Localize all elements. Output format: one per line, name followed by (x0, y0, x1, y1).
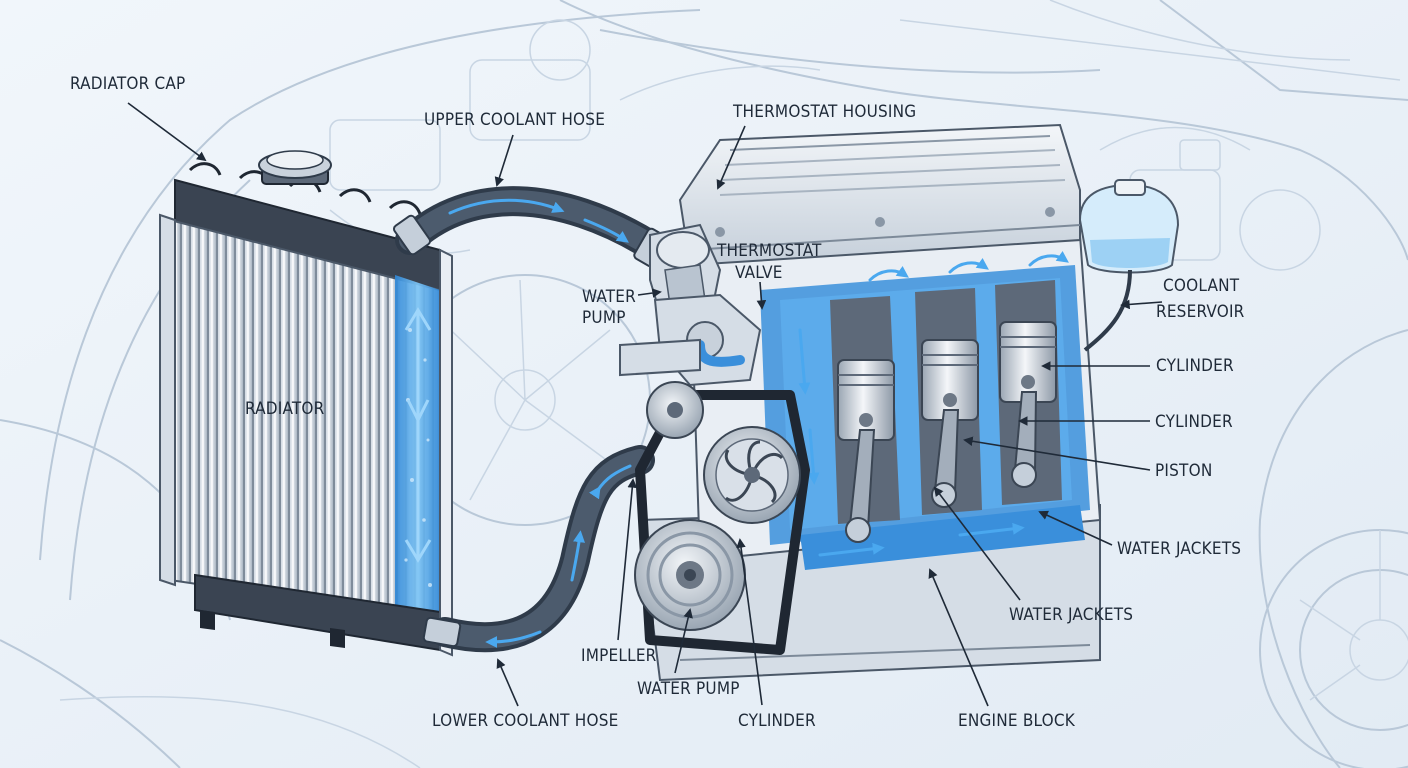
label-water-jackets-1: WATER JACKETS (1038, 510, 1241, 559)
piston-3 (999, 321, 1057, 488)
label-upper-coolant-hose-text: UPPER COOLANT HOSE (424, 110, 605, 130)
label-thermostat-valve-text-1: THERMOSTAT (716, 241, 822, 261)
label-water-jackets-2-text: WATER JACKETS (1009, 605, 1133, 625)
label-radiator: RADIATOR (245, 399, 325, 419)
label-cylinder-1-text: CYLINDER (1156, 356, 1234, 376)
label-thermostat-valve: THERMOSTAT VALVE (716, 241, 822, 310)
label-cylinder-2: CYLINDER (1018, 412, 1233, 432)
label-lower-coolant-hose: LOWER COOLANT HOSE (432, 658, 618, 731)
label-coolant-reservoir: COOLANT RESERVOIR (1120, 276, 1245, 322)
impeller-fan (703, 426, 801, 524)
upper-pulley (646, 381, 704, 439)
label-radiator-cap: RADIATOR CAP (70, 74, 207, 162)
label-upper-coolant-hose: UPPER COOLANT HOSE (424, 110, 605, 187)
label-piston: PISTON (963, 436, 1212, 481)
label-radiator-text: RADIATOR (245, 399, 325, 419)
label-coolant-reservoir-text-1: COOLANT (1163, 276, 1240, 296)
piston-2 (921, 339, 979, 508)
label-water-pump-bottom: WATER PUMP (637, 608, 740, 699)
label-water-jackets-2: WATER JACKETS (933, 486, 1133, 625)
pistons (837, 321, 1057, 543)
label-thermostat-valve-text-2: VALVE (735, 263, 783, 283)
coolant-reservoir (1078, 179, 1180, 352)
cylinder-head (678, 123, 1081, 267)
label-water-pump-top: WATER PUMP (582, 287, 662, 328)
label-lower-coolant-hose-text: LOWER COOLANT HOSE (432, 711, 618, 731)
label-impeller: IMPELLER (581, 478, 657, 666)
label-impeller-text: IMPELLER (581, 646, 657, 666)
label-cylinder-3: CYLINDER (736, 538, 816, 731)
label-cylinder-3-text: CYLINDER (738, 711, 816, 731)
label-water-jackets-1-text: WATER JACKETS (1117, 539, 1241, 559)
label-water-pump-top-text-2: PUMP (582, 308, 626, 328)
radiator (159, 162, 453, 657)
label-cylinder-2-text: CYLINDER (1155, 412, 1233, 432)
label-piston-text: PISTON (1155, 461, 1212, 481)
water-pump-housing (619, 293, 762, 387)
label-thermostat-housing: THERMOSTAT HOUSING (716, 102, 916, 190)
label-thermostat-housing-text: THERMOSTAT HOUSING (732, 102, 916, 122)
label-radiator-cap-text: RADIATOR CAP (70, 74, 185, 94)
label-engine-block: ENGINE BLOCK (928, 568, 1076, 731)
pulley-system (634, 381, 810, 655)
label-engine-block-text: ENGINE BLOCK (958, 711, 1076, 731)
label-cylinder-1: CYLINDER (1041, 356, 1234, 376)
label-water-pump-bottom-text: WATER PUMP (637, 679, 740, 699)
label-coolant-reservoir-text-2: RESERVOIR (1156, 302, 1245, 322)
radiator-cap (258, 150, 332, 185)
piston-1 (837, 359, 895, 543)
crank-pulley (634, 519, 746, 631)
lower-coolant-hose (422, 445, 655, 653)
label-water-pump-top-text-1: WATER (582, 287, 636, 307)
